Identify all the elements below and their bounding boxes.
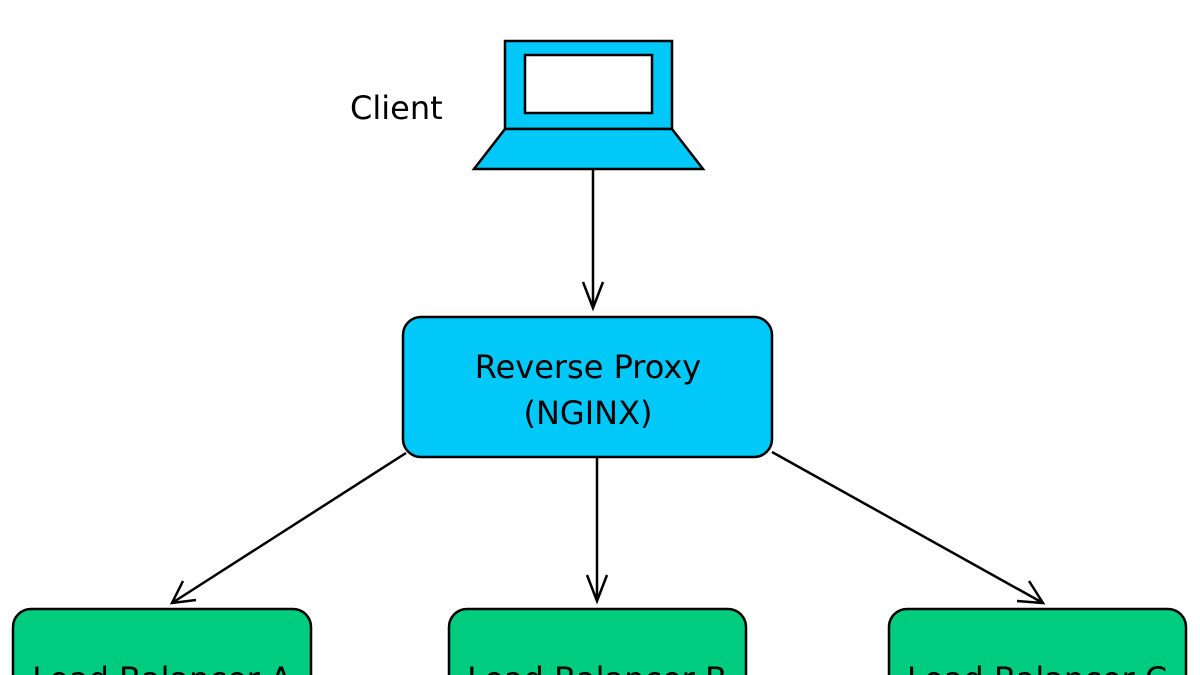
load-balancer-c-node: Load Balancer C (887, 607, 1188, 675)
load-balancer-b-box (447, 607, 748, 675)
edge-proxy-to-balancer-a (169, 451, 407, 605)
client-label: Client (350, 89, 443, 127)
load-balancer-c-box (887, 607, 1188, 675)
reverse-proxy-node: Reverse Proxy (NGINX) (401, 315, 774, 459)
laptop-icon (471, 39, 706, 171)
load-balancer-b-label: Load Balancer B (467, 660, 727, 675)
load-balancer-a-label: Load Balancer A (32, 660, 292, 675)
load-balancer-c-label: Load Balancer C (907, 660, 1167, 675)
reverse-proxy-box (401, 315, 774, 459)
load-balancer-b-node: Load Balancer B (447, 607, 748, 675)
load-balancer-a-box (11, 607, 313, 675)
edge-client-to-proxy (581, 170, 605, 312)
edge-proxy-to-balancer-b (585, 458, 609, 605)
laptop-keyboard-base (471, 127, 706, 171)
laptop-screen-display (523, 53, 654, 115)
edge-proxy-to-balancer-c (771, 450, 1046, 605)
reverse-proxy-sublabel: (NGINX) (524, 394, 653, 432)
load-balancer-a-node: Load Balancer A (11, 607, 313, 675)
reverse-proxy-label: Reverse Proxy (475, 348, 701, 386)
